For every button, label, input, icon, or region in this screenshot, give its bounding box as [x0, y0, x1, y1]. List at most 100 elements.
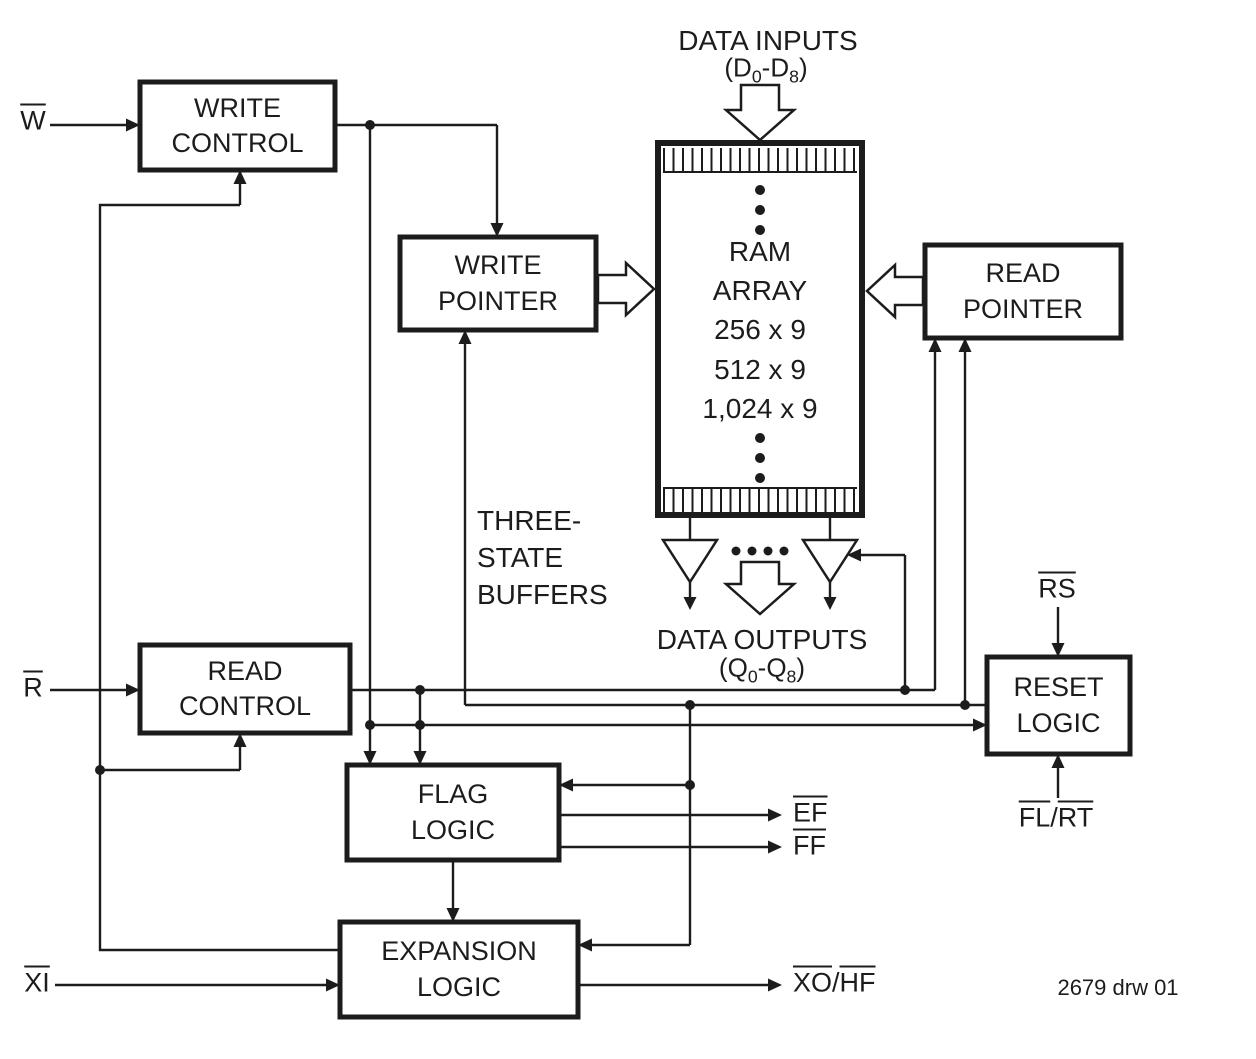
arrowheads — [126, 118, 1065, 992]
signal-r-label: R — [23, 673, 43, 704]
arrowhead-into-flag-left — [363, 751, 377, 765]
arrowhead-left-buffer-out — [683, 597, 697, 610]
junction-dot — [685, 780, 695, 790]
flag-logic-box — [344, 762, 562, 863]
signal-fl-text: FL — [1018, 802, 1051, 833]
ram-array-size-256: 256 x 9 — [714, 314, 806, 346]
arrowhead-into-flag-right — [413, 751, 427, 765]
reset-logic-line1: RESET — [1013, 672, 1104, 703]
arrowhead-into-reset-logic — [973, 718, 987, 732]
signal-xo-text: XO — [793, 967, 833, 998]
signal-xohf-slash: / — [832, 967, 840, 998]
ram-array-size-1024: 1,024 x 9 — [702, 392, 818, 424]
expansion-logic-label: EXPANSION LOGIC — [340, 922, 578, 1017]
expansion-logic-box — [337, 919, 581, 1020]
arrowhead-into-read-pointer-b — [958, 338, 972, 352]
read-control-line1: READ — [207, 655, 283, 686]
expansion-to-controls-line — [98, 184, 340, 952]
ram-array-size-512: 512 x 9 — [714, 353, 806, 385]
drawing-number: 2679 drw 01 — [1057, 975, 1178, 1001]
signal-ff-text: FF — [793, 830, 826, 861]
read-control-label: READ CONTROL — [140, 645, 350, 733]
expansion-logic-line1: EXPANSION — [381, 936, 537, 967]
signal-ef-text: EF — [793, 797, 828, 828]
expansion-logic-line2: LOGIC — [416, 971, 502, 1002]
bus-arrows — [596, 83, 925, 616]
ram-ellipsis-dot — [755, 185, 765, 195]
junction-dot — [365, 720, 375, 730]
data-inputs-range-sub0: 0 — [751, 66, 762, 87]
arrowhead-into-write-pointer-top — [490, 223, 504, 237]
data-outputs-range-p2: -Q — [757, 652, 787, 683]
data-inputs-range-sub8: 8 — [789, 66, 799, 87]
write-control-box — [137, 79, 338, 173]
read-control-line2: CONTROL — [178, 691, 311, 721]
signal-hf-text: HF — [839, 967, 876, 998]
signal-r-text: R — [23, 672, 43, 703]
signal-w-text: W — [20, 105, 46, 136]
ram-top-register-strip — [663, 148, 857, 173]
reset-logic-label: RESET LOGIC — [987, 657, 1130, 754]
reset-logic-line2: LOGIC — [1016, 707, 1101, 738]
three-state-line1: THREE- — [477, 505, 582, 536]
write-control-label: WRITE CONTROL — [140, 82, 335, 170]
three-state-buffer-left-triangle — [660, 538, 720, 585]
signal-ef-label: EF — [793, 798, 828, 829]
write-pointer-box — [397, 234, 599, 333]
data-inputs-range-p1: (D — [724, 52, 752, 83]
ram-ellipsis-dot — [755, 453, 765, 463]
arrowhead-into-read-control-bottom — [233, 733, 247, 747]
ram-array-name-line2: ARRAY — [712, 275, 808, 307]
write-pointer-line2: POINTER — [437, 285, 558, 316]
read-pointer-line2: POINTER — [962, 293, 1083, 324]
data-inputs-range-p2: -D — [761, 52, 790, 83]
write-pointer-line1: WRITE — [454, 250, 542, 281]
arrowhead-ef — [768, 808, 782, 822]
arrowhead-into-expansion-right — [578, 938, 592, 952]
ram-bottom-register-strip — [663, 487, 857, 513]
arrowhead-xo — [768, 978, 782, 992]
junction-dots — [95, 120, 970, 790]
ram-ellipsis-dot — [755, 473, 765, 483]
data-inputs-title-text: DATA INPUTS — [678, 25, 858, 56]
buffer-ellipsis-dot — [779, 546, 789, 556]
junction-dot — [415, 685, 425, 695]
signal-xi-label: XI — [24, 968, 50, 999]
data-inputs-range: (D0-D8) — [724, 52, 807, 87]
signal-ff-label: FF — [793, 831, 826, 862]
data-inputs-arrow — [722, 83, 798, 142]
arrowhead-into-write-control-bottom — [233, 170, 247, 184]
three-state-line3: BUFFERS — [477, 578, 608, 610]
write-control-line2: CONTROL — [171, 128, 304, 158]
signal-xohf-label: XO/HF — [793, 968, 876, 999]
junction-dot — [95, 765, 105, 775]
arrowhead-flrt — [1051, 754, 1065, 768]
read-pointer-line1: READ — [985, 258, 1061, 289]
signal-rs-text: RS — [1038, 573, 1076, 604]
arrowhead-into-expansion-top — [446, 908, 460, 922]
ram-ellipsis-dot — [755, 433, 765, 443]
signal-rt-text: RT — [1057, 802, 1094, 833]
ellipsis-dots — [731, 185, 789, 556]
write-pointer-to-ram-arrow — [596, 260, 656, 318]
junction-dot — [900, 685, 910, 695]
flag-logic-label: FLAG LOGIC — [347, 765, 559, 860]
flag-logic-line2: LOGIC — [410, 814, 496, 845]
read-pointer-box — [922, 242, 1124, 341]
signal-xi-text: XI — [24, 967, 50, 998]
reset-logic-box — [984, 654, 1133, 757]
write-pointer-label: WRITE POINTER — [400, 237, 596, 330]
arrowhead-into-read-control — [126, 683, 140, 697]
data-outputs-arrow — [722, 560, 798, 616]
connection-lines — [50, 123, 1060, 987]
signal-flrt-label: FL/RT — [1019, 803, 1094, 834]
signal-rs-label: RS — [1038, 574, 1076, 605]
data-outputs-range-sub0: 0 — [747, 666, 758, 687]
data-outputs-title: DATA OUTPUTS — [657, 624, 868, 656]
data-outputs-range-sub8: 8 — [786, 666, 797, 687]
arrowhead-right-buffer-out — [823, 597, 837, 610]
junction-dot — [415, 720, 425, 730]
write-control-line1: WRITE — [194, 92, 281, 123]
data-outputs-range: (Q0-Q8) — [719, 652, 805, 687]
